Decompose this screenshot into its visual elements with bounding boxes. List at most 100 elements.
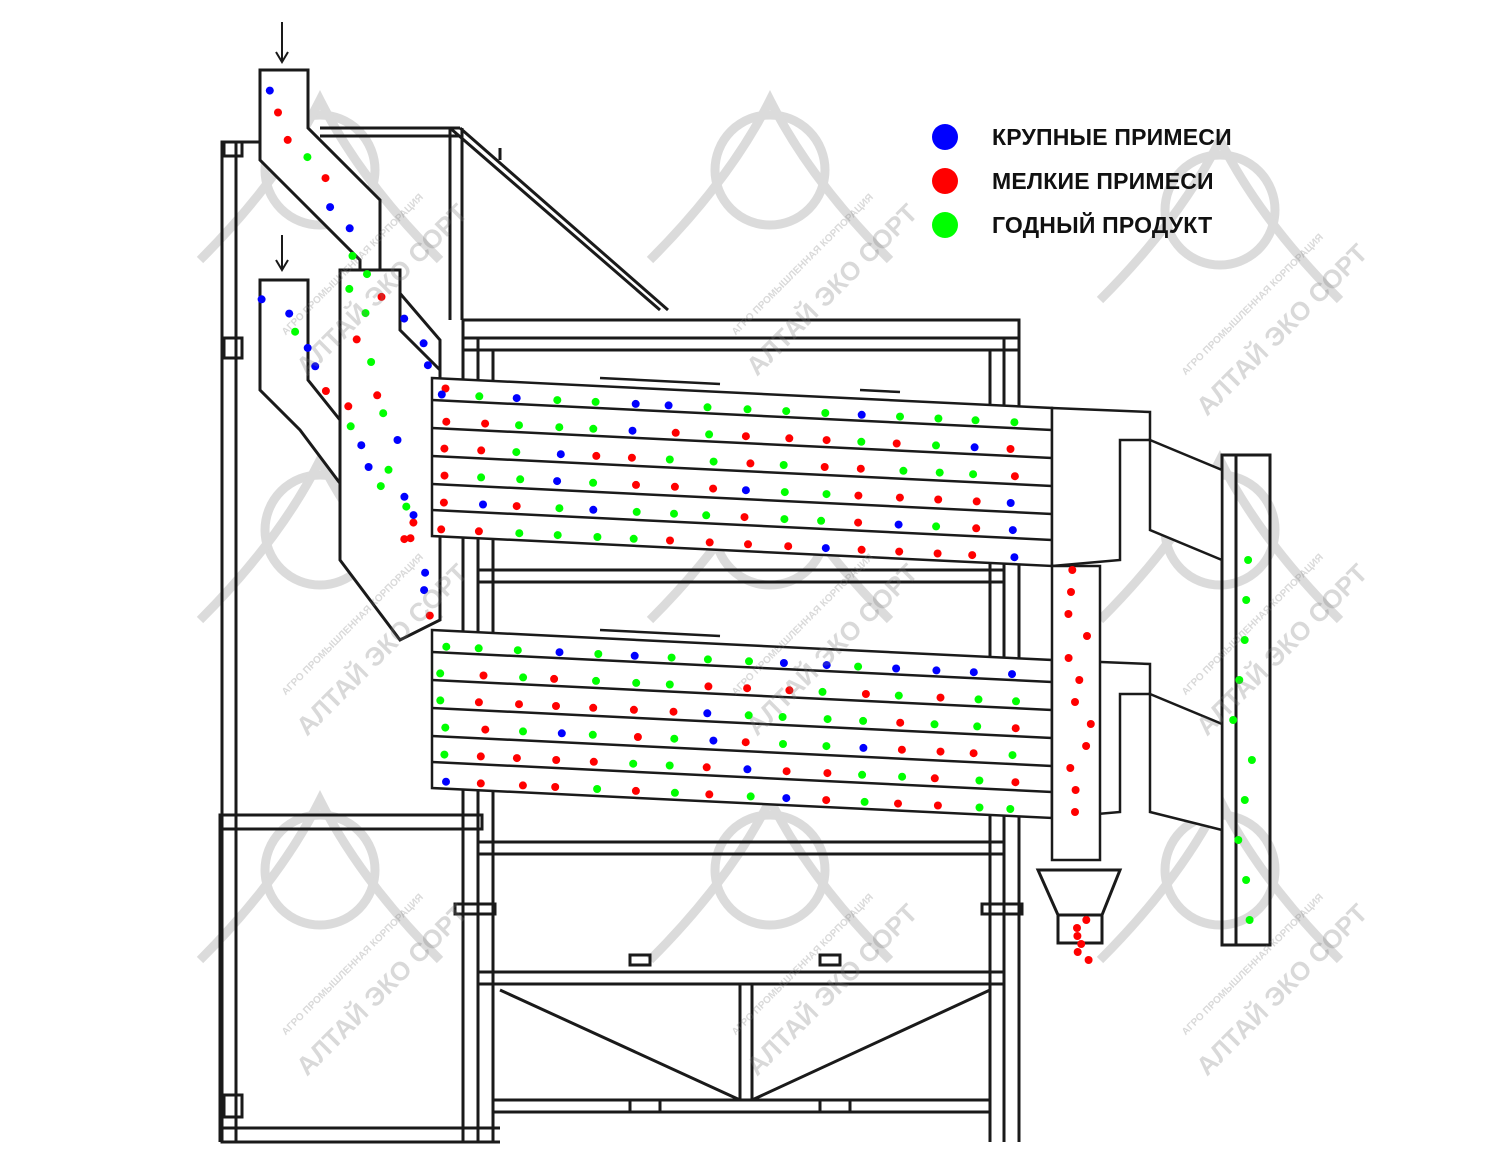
- green-particle: [402, 502, 411, 511]
- green-particle: [779, 461, 788, 469]
- red-particle: [1064, 610, 1073, 618]
- green-particle: [1012, 697, 1020, 706]
- green-particle: [379, 409, 388, 418]
- watermark-logo-icon: [710, 810, 830, 930]
- blue-particle: [779, 659, 788, 667]
- green-particle: [975, 803, 984, 812]
- green-particle: [778, 713, 787, 721]
- red-particle: [1010, 472, 1019, 481]
- red-particle: [892, 439, 901, 448]
- green-particle: [1235, 676, 1244, 684]
- green-particle: [899, 466, 908, 475]
- blue-particle: [364, 463, 373, 471]
- red-particle: [820, 463, 829, 471]
- green-particle: [516, 475, 525, 484]
- red-particle: [512, 502, 521, 511]
- watermark-leaf-icon: [646, 789, 894, 964]
- green-particle: [822, 490, 831, 499]
- green-particle: [822, 742, 831, 751]
- red-particle: [274, 108, 282, 117]
- machine-frame: [218, 126, 1272, 1144]
- red-particle: [785, 434, 794, 443]
- green-particle: [376, 482, 385, 491]
- green-particle: [346, 422, 355, 431]
- red-particle: [440, 471, 449, 480]
- red-particle: [857, 545, 866, 554]
- green-particle: [1010, 418, 1019, 427]
- green-particle: [477, 473, 486, 482]
- blue-particle: [555, 648, 564, 657]
- particle-dots: [257, 86, 1256, 964]
- red-particle: [512, 754, 521, 763]
- green-particle: [440, 750, 449, 759]
- red-particle: [1067, 588, 1075, 596]
- red-particle: [784, 542, 793, 551]
- watermark-leaf-icon: [196, 789, 444, 964]
- blue-particle: [743, 765, 752, 774]
- red-particle: [897, 745, 906, 754]
- blue-particle: [859, 743, 868, 752]
- red-particle: [441, 384, 450, 393]
- blue-particle: [892, 664, 901, 673]
- red-particle: [633, 733, 642, 741]
- red-particle: [894, 799, 902, 808]
- blue-particle: [437, 390, 446, 399]
- lower-sieve-deck: [430, 628, 1152, 820]
- green-particle: [632, 678, 641, 687]
- red-particle: [743, 684, 752, 693]
- blue-particle: [326, 203, 335, 212]
- green-particle: [1245, 916, 1254, 924]
- green-particle: [589, 478, 598, 487]
- watermark-leaf-icon: [1096, 449, 1344, 624]
- green-particle: [780, 515, 789, 524]
- red-particle: [1068, 566, 1077, 574]
- red-particle: [344, 402, 353, 411]
- green-particle: [973, 722, 982, 731]
- red-particle: [744, 540, 752, 549]
- green-particle: [1229, 716, 1238, 724]
- green-particle: [303, 153, 312, 162]
- red-particle: [933, 549, 942, 558]
- red-particle: [592, 451, 601, 460]
- watermark-leaf-icon: [1096, 129, 1344, 304]
- red-particle: [934, 495, 943, 504]
- red-particle: [321, 174, 330, 183]
- blue-particle: [553, 477, 562, 486]
- blue-particle: [589, 505, 598, 514]
- green-particle: [858, 770, 867, 779]
- blue-particle: [822, 661, 831, 670]
- blue-particle: [821, 544, 830, 553]
- red-particle: [785, 686, 794, 695]
- green-particle: [974, 695, 983, 704]
- green-particle: [519, 727, 527, 736]
- green-particle: [670, 788, 679, 797]
- red-particle: [705, 538, 714, 547]
- blue-particle: [628, 426, 637, 435]
- red-particle: [474, 698, 483, 707]
- red-particle: [741, 738, 750, 747]
- red-particle: [854, 491, 863, 500]
- green-particle: [665, 455, 674, 464]
- blue-particle: [557, 729, 566, 738]
- red-particle: [1073, 924, 1081, 932]
- red-particle: [481, 419, 490, 428]
- red-particle: [550, 674, 559, 683]
- red-particle: [782, 767, 791, 776]
- red-particle: [629, 705, 638, 714]
- red-particle: [518, 781, 527, 790]
- red-particle: [1006, 445, 1015, 453]
- red-particle: [632, 480, 640, 489]
- red-particle: [1066, 764, 1075, 772]
- green-particle: [593, 533, 602, 541]
- green-particle: [709, 457, 718, 466]
- green-particle: [515, 529, 524, 538]
- green-particle: [780, 488, 789, 497]
- blue-particle: [932, 666, 941, 675]
- green-particle: [436, 669, 445, 678]
- red-particle: [1075, 676, 1084, 684]
- blue-particle: [423, 361, 432, 370]
- green-particle: [854, 662, 863, 671]
- upper-sieve-deck: [430, 376, 1152, 568]
- red-particle: [822, 436, 831, 445]
